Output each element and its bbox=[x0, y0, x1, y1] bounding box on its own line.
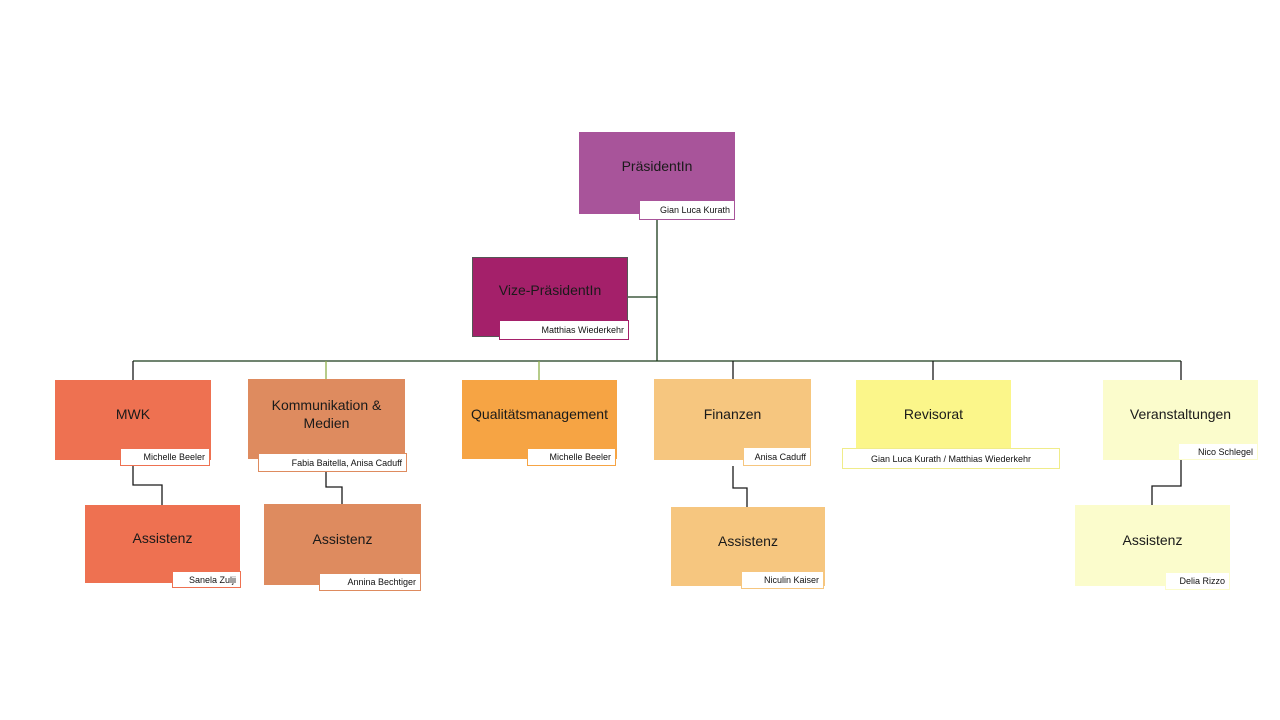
connector-kommunikation-assistenz bbox=[325, 472, 343, 504]
node-mwk-assistenz-title: Assistenz bbox=[132, 530, 193, 546]
node-kommunikation-assistenz-title: Assistenz bbox=[312, 530, 373, 547]
node-praesident-person: Gian Luca Kurath bbox=[639, 200, 735, 220]
node-finanzen: Finanzen bbox=[654, 379, 811, 460]
node-kommunikation: Kommunikation & Medien bbox=[248, 379, 405, 459]
node-qualitaet: Qualitätsmanagement bbox=[462, 380, 617, 459]
node-vize-person: Matthias Wiederkehr bbox=[499, 320, 629, 340]
connector-veranstaltungen-assistenz bbox=[1151, 458, 1182, 505]
node-veranstaltungen-assistenz-title: Assistenz bbox=[1122, 531, 1183, 548]
node-qualitaet-title: Qualitätsmanagement bbox=[471, 405, 608, 422]
node-revisorat-person: Gian Luca Kurath / Matthias Wiederkehr bbox=[842, 448, 1060, 469]
node-qualitaet-person: Michelle Beeler bbox=[527, 448, 616, 466]
node-mwk-assistenz: Assistenz bbox=[85, 505, 240, 583]
node-revisorat-title: Revisorat bbox=[903, 406, 964, 422]
node-kommunikation-title: Kommunikation & Medien bbox=[271, 397, 382, 431]
node-praesident-title: PräsidentIn bbox=[621, 158, 693, 174]
node-finanzen-assistenz-person: Niculin Kaiser bbox=[741, 571, 824, 589]
node-vize-title: Vize-PräsidentIn bbox=[498, 282, 602, 298]
connector-mwk-assistenz bbox=[132, 466, 163, 505]
node-kommunikation-assistenz: Assistenz bbox=[264, 504, 421, 585]
node-revisorat: Revisorat bbox=[856, 380, 1011, 460]
node-veranstaltungen-assistenz-person: Delia Rizzo bbox=[1165, 572, 1230, 590]
node-finanzen-assistenz-title: Assistenz bbox=[718, 532, 778, 549]
node-finanzen-person: Anisa Caduff bbox=[743, 447, 811, 466]
node-mwk-title: MWK bbox=[115, 406, 151, 422]
node-kommunikation-person: Fabia Baitella, Anisa Caduff bbox=[258, 453, 407, 472]
node-veranstaltungen-title: Veranstaltungen bbox=[1129, 406, 1232, 422]
node-kommunikation-assistenz-person: Annina Bechtiger bbox=[319, 573, 421, 591]
node-finanzen-title: Finanzen bbox=[703, 405, 762, 422]
node-mwk: MWK bbox=[55, 380, 211, 460]
connector-finanzen-assistenz bbox=[732, 466, 748, 507]
node-mwk-assistenz-person: Sanela Zulji bbox=[172, 571, 241, 588]
node-veranstaltungen-person: Nico Schlegel bbox=[1178, 443, 1258, 460]
node-mwk-person: Michelle Beeler bbox=[120, 448, 210, 466]
